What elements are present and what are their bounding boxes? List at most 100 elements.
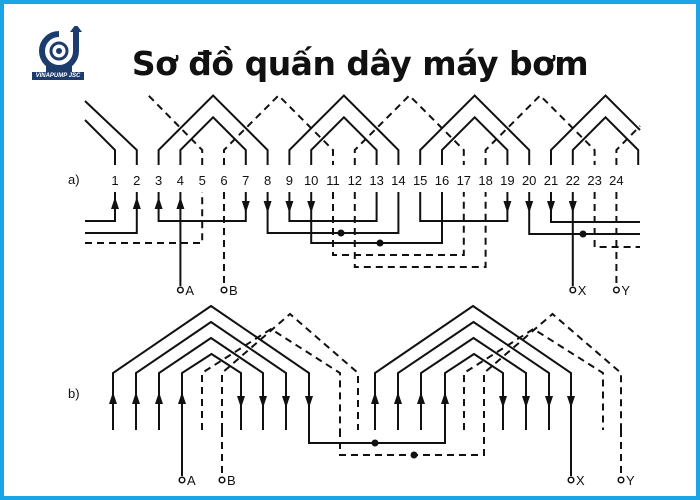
arrow-up-icon	[132, 197, 141, 209]
vinapump-logo	[39, 26, 82, 72]
terminal-circle	[220, 286, 228, 294]
terminal-circle	[569, 286, 577, 294]
junction-dot	[371, 439, 379, 447]
junction-dot	[337, 229, 345, 237]
slot-number: 1	[111, 173, 118, 188]
terminal-circle	[612, 286, 620, 294]
diagram-b-label: b)	[68, 386, 80, 401]
terminal-label: Y	[626, 473, 635, 488]
coil-phase-b	[221, 312, 359, 430]
arrow-up-icon	[109, 392, 117, 404]
coil-phase-a	[179, 115, 247, 165]
junction-dot	[410, 451, 418, 459]
arrow-down-icon	[305, 396, 313, 408]
connection	[157, 192, 247, 222]
coil-lead	[84, 100, 138, 165]
junction-dot	[376, 239, 384, 247]
arrow-up-icon	[154, 197, 163, 209]
arrow-up-icon	[178, 392, 186, 404]
arrow-down-icon	[522, 396, 530, 408]
arrow-down-icon	[547, 201, 555, 213]
coil-phase-a	[181, 352, 242, 430]
coil-phase-a	[288, 94, 400, 165]
arrow-down-icon	[307, 201, 316, 213]
terminal-circle	[178, 476, 186, 484]
slot-number: 2	[133, 173, 140, 188]
arrow-up-icon	[441, 392, 449, 404]
slot-number: 18	[478, 173, 492, 188]
logo-text: VINAPUMP JSC	[32, 72, 84, 80]
slot-number: 16	[435, 173, 449, 188]
terminal-label: A	[185, 283, 194, 298]
slot-number: 4	[177, 173, 184, 188]
slot-number: 10	[304, 173, 318, 188]
slot-number: 13	[369, 173, 383, 188]
terminal-label: X	[578, 283, 587, 298]
diagram-a-label: a)	[68, 172, 80, 187]
terminal-circle	[218, 476, 226, 484]
coil-phase-a	[157, 94, 269, 165]
slot-number: 21	[544, 173, 558, 188]
arrow-up-icon	[176, 197, 185, 209]
coil-phase-a	[550, 94, 641, 165]
arrow-down-icon	[263, 201, 272, 213]
arrow-down-icon	[282, 396, 290, 408]
arrow-up-icon	[155, 392, 163, 404]
terminal-label: X	[576, 473, 585, 488]
connection	[528, 192, 640, 235]
slot-number: 17	[457, 173, 471, 188]
terminal-label: B	[227, 473, 236, 488]
connection	[85, 192, 204, 244]
slot-number: 14	[391, 173, 405, 188]
coil-phase-b	[463, 327, 604, 430]
arrow-down-icon	[525, 201, 534, 213]
slot-number: 24	[609, 173, 623, 188]
junction-dot	[579, 230, 587, 238]
slot-number: 7	[242, 173, 249, 188]
coil-phase-b	[223, 94, 334, 165]
coil-phase-a	[419, 94, 531, 165]
slot-number: 3	[155, 173, 162, 188]
coil-phase-b	[201, 327, 341, 430]
slot-number: 20	[522, 173, 536, 188]
arrow-down-icon	[567, 396, 575, 408]
slot-number: 11	[326, 173, 340, 188]
arrow-down-icon	[568, 201, 577, 213]
terminal-label: A	[187, 473, 196, 488]
terminal-label: B	[229, 283, 238, 298]
connection	[85, 192, 116, 222]
coil-phase-a	[444, 352, 504, 430]
slot-number: 23	[587, 173, 601, 188]
arrow-up-icon	[394, 392, 402, 404]
arrow-down-icon	[499, 396, 507, 408]
arrow-down-icon	[241, 201, 250, 213]
slot-number: 6	[220, 173, 227, 188]
page-title: Sơ đồ quấn dây máy bơm	[131, 44, 589, 83]
arrow-down-icon	[503, 201, 512, 213]
slot-number: 19	[500, 173, 514, 188]
slot-number: 22	[566, 173, 580, 188]
arrow-up-icon	[371, 392, 379, 404]
slot-number: 12	[348, 173, 362, 188]
coil-lead	[147, 94, 204, 165]
coil-phase-b	[483, 312, 622, 430]
arrow-down-icon	[285, 201, 294, 213]
arrow-up-icon	[111, 197, 119, 209]
slot-number: 15	[413, 173, 427, 188]
arrow-up-icon	[417, 392, 425, 404]
terminal-label: Y	[621, 283, 630, 298]
coil-phase-b	[353, 94, 465, 165]
arrow-down-icon	[237, 396, 245, 408]
slot-number: 9	[286, 173, 293, 188]
arrow-down-icon	[545, 396, 553, 408]
coil-lead	[615, 125, 641, 165]
slot-number: 5	[199, 173, 206, 188]
connection	[85, 192, 138, 234]
coil-phase-a	[310, 115, 378, 165]
terminal-circle	[617, 476, 625, 484]
terminal-circle	[176, 286, 184, 294]
arrow-up-icon	[132, 392, 140, 404]
